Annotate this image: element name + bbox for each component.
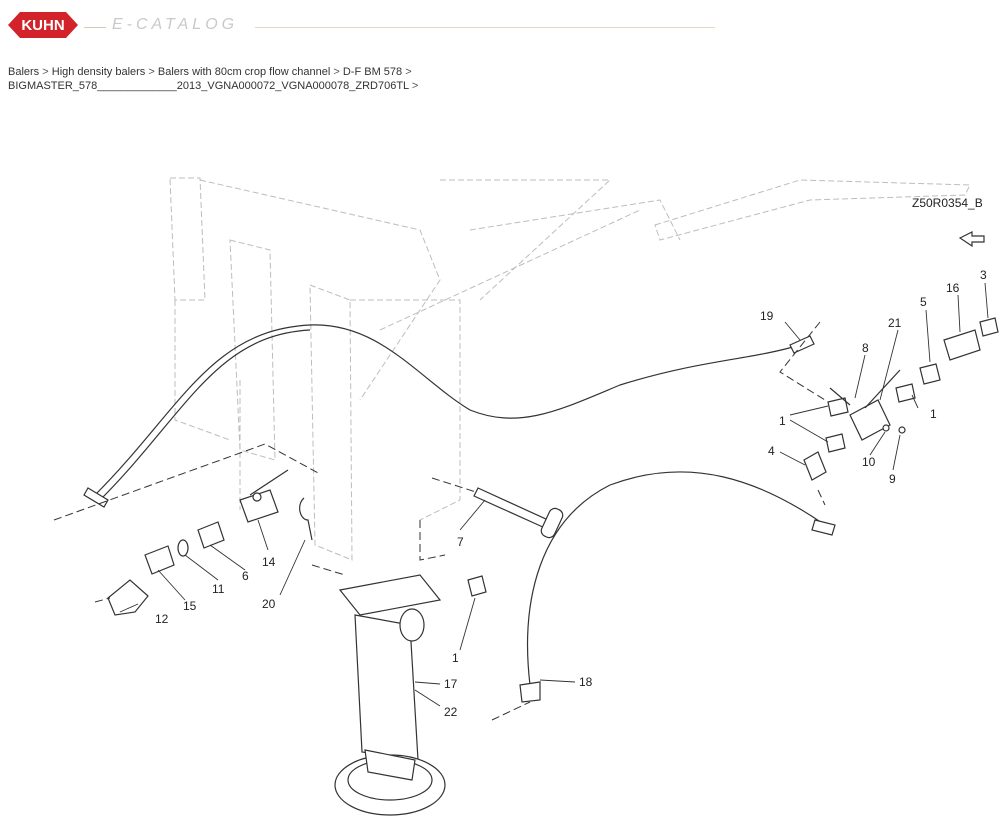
callout-6: 6 — [242, 569, 249, 583]
fitting-1[interactable] — [825, 433, 846, 453]
hose-fitting[interactable] — [83, 487, 109, 508]
hydraulic-hose-19[interactable] — [94, 324, 801, 496]
breadcrumb-item-80cm[interactable]: Balers with 80cm crop flow channel — [157, 66, 331, 78]
adapter-3[interactable] — [979, 317, 999, 337]
drawing-reference: Z50R0354_B — [912, 196, 983, 210]
breadcrumb-item-variant[interactable]: BIGMASTER_578_____________2013_VGNA00007… — [8, 80, 409, 92]
breadcrumb-item-balers[interactable]: Balers — [8, 66, 40, 78]
callout-4: 4 — [768, 444, 775, 458]
callout-1: 1 — [779, 414, 786, 428]
fitting-15[interactable] — [144, 545, 175, 575]
jack-stand[interactable] — [334, 574, 446, 816]
logo-shape — [8, 12, 78, 38]
callout-5: 5 — [920, 295, 927, 309]
fitting-6[interactable] — [197, 521, 225, 549]
callout-11: 11 — [212, 582, 225, 596]
callout-19: 19 — [760, 309, 774, 323]
callout-labels: 12 15 11 6 14 20 7 1 17 22 18 19 1 4 8 2… — [155, 268, 987, 719]
baler-frame-outline — [169, 177, 971, 561]
ball-valve-14[interactable] — [239, 469, 289, 523]
exploded-parts-diagram: Z50R0354_B 12 15 11 6 14 20 7 1 17 22 18… — [53, 177, 999, 816]
spring-clip-21[interactable] — [299, 497, 313, 541]
callout-12: 12 — [155, 612, 169, 626]
fitting-1[interactable] — [467, 575, 487, 597]
callout-20: 21 — [888, 316, 902, 330]
callout-18: 18 — [579, 675, 593, 689]
callout-17: 17 — [444, 677, 458, 691]
logo-text: KUHN — [21, 17, 64, 34]
callout-15: 15 — [183, 599, 197, 613]
breadcrumb-separator: > — [405, 66, 412, 78]
fitting-1[interactable] — [895, 383, 916, 403]
hose-fitting[interactable] — [519, 681, 541, 703]
breadcrumb-item-model[interactable]: D-F BM 578 — [342, 66, 403, 78]
ball-valve-20[interactable] — [849, 369, 901, 441]
fitting-5[interactable] — [919, 363, 941, 385]
bolt-8[interactable] — [829, 387, 851, 406]
callout-16: 16 — [946, 281, 960, 295]
catalog-title: E-CATALOG — [112, 16, 239, 33]
header-rule — [84, 27, 106, 28]
callout-3: 3 — [980, 268, 987, 282]
handle-12[interactable] — [107, 579, 149, 616]
hydraulic-hose-18[interactable] — [527, 471, 826, 686]
kuhn-logo[interactable]: KUHN — [8, 10, 78, 40]
breadcrumb-separator: > — [411, 80, 419, 92]
callout-leaders — [119, 282, 989, 707]
callout-14: 14 — [262, 555, 276, 569]
tee-16[interactable] — [943, 329, 981, 361]
breadcrumb-separator: > — [333, 66, 340, 78]
nut-9[interactable] — [898, 426, 906, 434]
view-direction-icon — [958, 231, 985, 248]
breadcrumb: Balers > High density balers > Balers wi… — [8, 65, 708, 93]
callout-22: 22 — [444, 705, 458, 719]
washer-10[interactable] — [882, 424, 890, 432]
breadcrumb-separator: > — [42, 66, 49, 78]
callout-10: 10 — [862, 455, 876, 469]
callout-9: 9 — [889, 472, 896, 486]
hose-fitting[interactable] — [811, 519, 836, 536]
breadcrumb-separator: > — [148, 66, 155, 78]
pin-7[interactable] — [473, 487, 565, 540]
elbow-4[interactable] — [803, 451, 827, 481]
callout-21: 20 — [262, 597, 276, 611]
fitting-1[interactable] — [827, 397, 849, 417]
o-ring-11[interactable] — [177, 539, 189, 557]
callout-7: 7 — [457, 535, 464, 549]
header: KUHN E-CATALOG — [0, 0, 1000, 60]
header-rule — [255, 27, 715, 28]
callout-1: 1 — [452, 651, 459, 665]
callout-8: 8 — [862, 341, 869, 355]
callout-1: 1 — [930, 407, 937, 421]
breadcrumb-item-high-density[interactable]: High density balers — [51, 66, 146, 78]
